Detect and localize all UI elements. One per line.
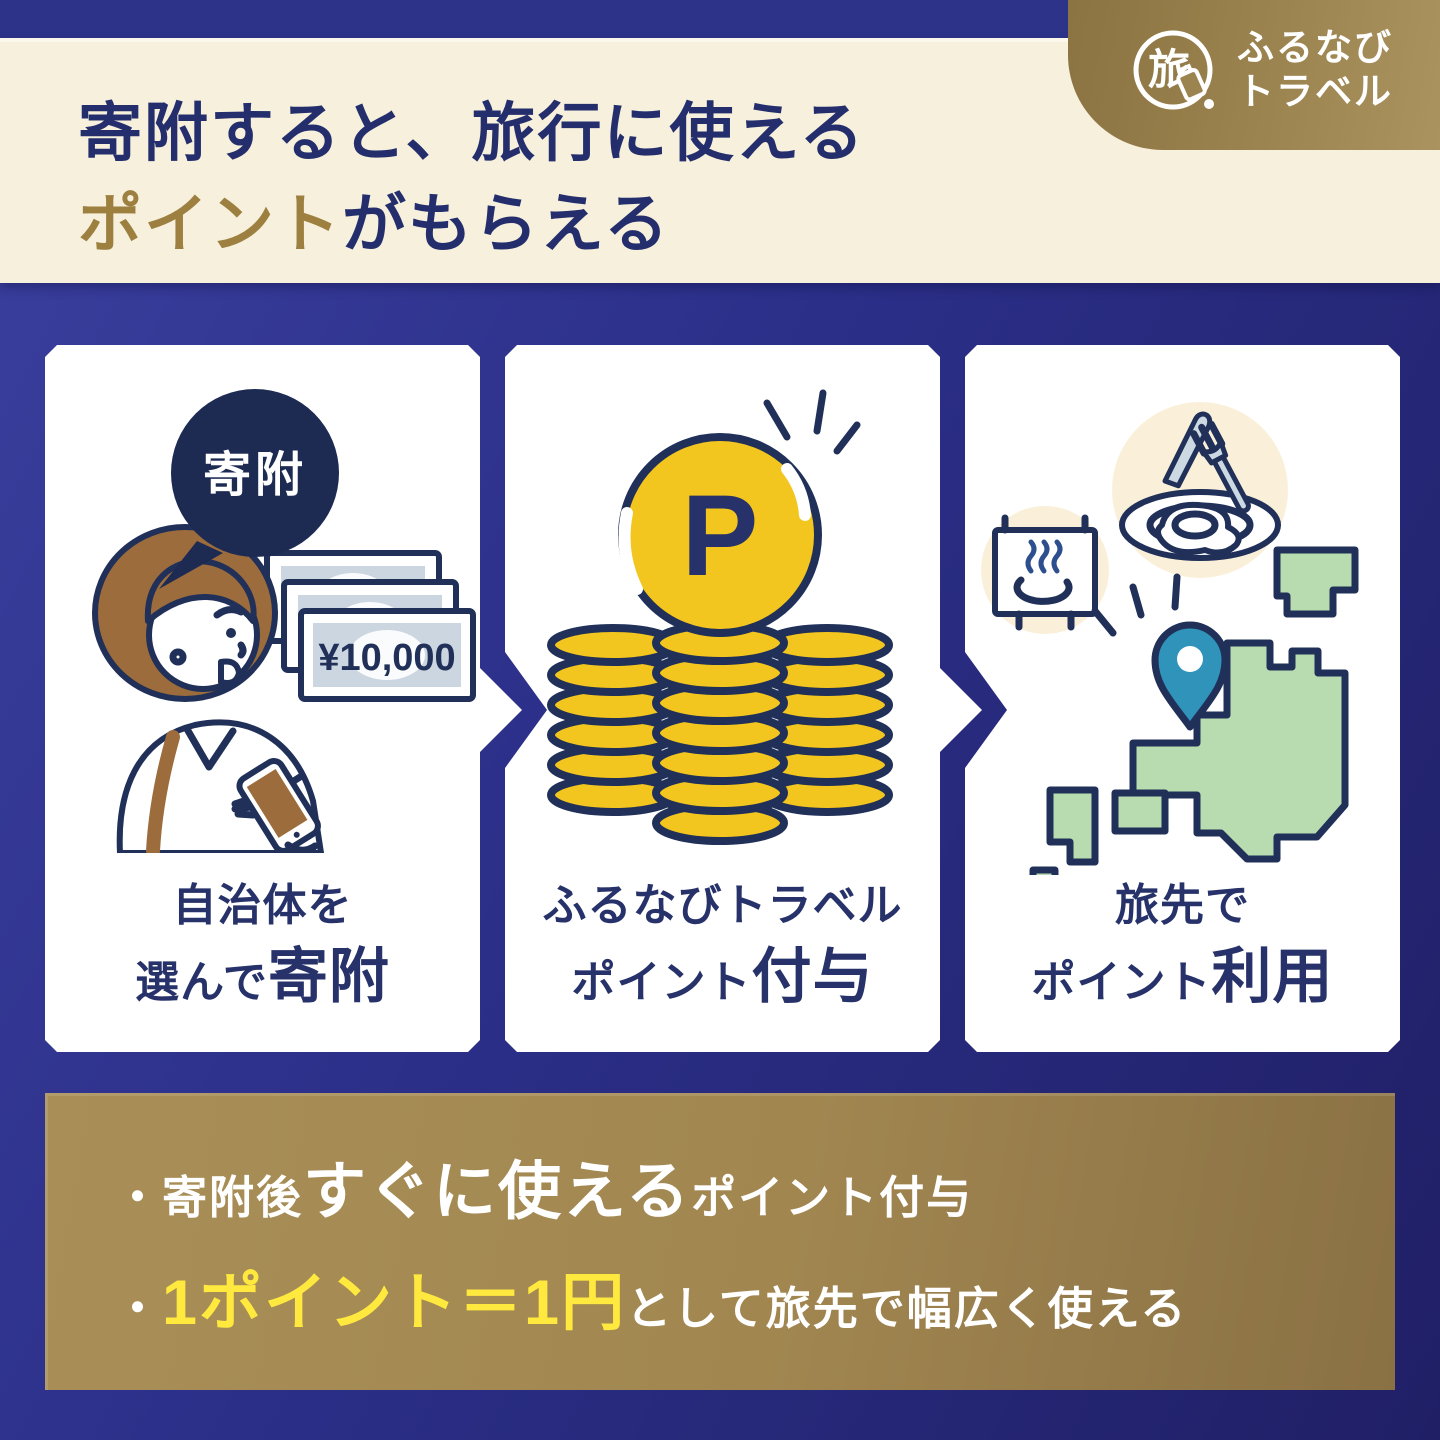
suitcase-icon [1176,63,1207,102]
step-card-use: 旅先で ポイント利用 [965,345,1400,1052]
caption-line2: ポイント付与 [571,943,874,1010]
sparkle-icon [1091,573,1181,637]
location-pin-icon [1151,621,1229,731]
step-card-donate: ¥10,000 寄附 [45,345,522,1052]
caption-line2: 選んで寄附 [135,943,390,1010]
caption-line1: 旅先で [1115,881,1250,930]
caption-emphasis: 寄附 [267,943,390,1010]
caption-line1: ふるなびトラベル [542,881,903,930]
logo-dot [1204,99,1214,109]
japan-map-icon [1029,546,1359,875]
page-title-line2: ポイントがもらえる [78,179,1440,270]
smartphone-icon [236,758,321,853]
caption-line2: ポイント利用 [1031,943,1334,1010]
travel-logo-icon: 旅 [1133,30,1214,110]
dining-icon [1112,402,1288,578]
travel-use-illustration [981,402,1359,875]
benefit-2-emphasis: 1ポイント＝1円 [162,1267,627,1338]
brand-name: ふるなび トラベル [1237,26,1393,113]
point-coin-letter: P [682,472,759,600]
caption-line1: 自治体を [172,881,353,930]
step-caption-points: ふるなびトラベル ポイント付与 [505,873,940,1014]
benefits-band: ・寄附後すぐに使えるポイント付与 ・1ポイント＝1円として旅先で幅広く使える [45,1093,1395,1390]
points-illustration: P [547,389,893,845]
brand-name-line2: トラベル [1237,71,1393,112]
coin-stack-icon [547,621,893,845]
step-caption-donate: 自治体を 選んで寄附 [45,873,480,1014]
brand-badge: 旅 ふるなび トラベル [1068,0,1440,150]
brand-name-line1: ふるなび [1237,27,1393,69]
caption-emphasis: 付与 [751,943,874,1010]
sparkle-icon [763,389,861,455]
benefit-bullet-1: ・寄附後すぐに使えるポイント付与 [115,1156,974,1227]
banknotes-icon: ¥10,000 [264,550,476,702]
donation-illustration: ¥10,000 寄附 [92,389,476,853]
benefit-bullet-2: ・1ポイント＝1円として旅先で幅広く使える [115,1267,1188,1338]
point-coin-icon: P [618,433,822,637]
page-title-points-highlight: ポイント [78,187,342,260]
step-caption-use: 旅先で ポイント利用 [965,873,1400,1014]
page-title-line1: 寄附すると、旅行に使える [78,97,866,169]
speech-bubble-label: 寄附 [203,449,307,502]
caption-emphasis: 利用 [1211,943,1334,1010]
banknote-value: ¥10,000 [318,637,455,679]
step-card-points: P ふるなびトラベル ポイント付与 [505,345,982,1052]
speech-bubble-icon: 寄附 [159,389,339,589]
benefit-1-emphasis: すぐに使える [303,1156,692,1227]
onsen-icon [981,506,1109,634]
page-title-line2-rest: がもらえる [342,187,671,260]
woman-with-smartphone-illustration [92,524,324,853]
